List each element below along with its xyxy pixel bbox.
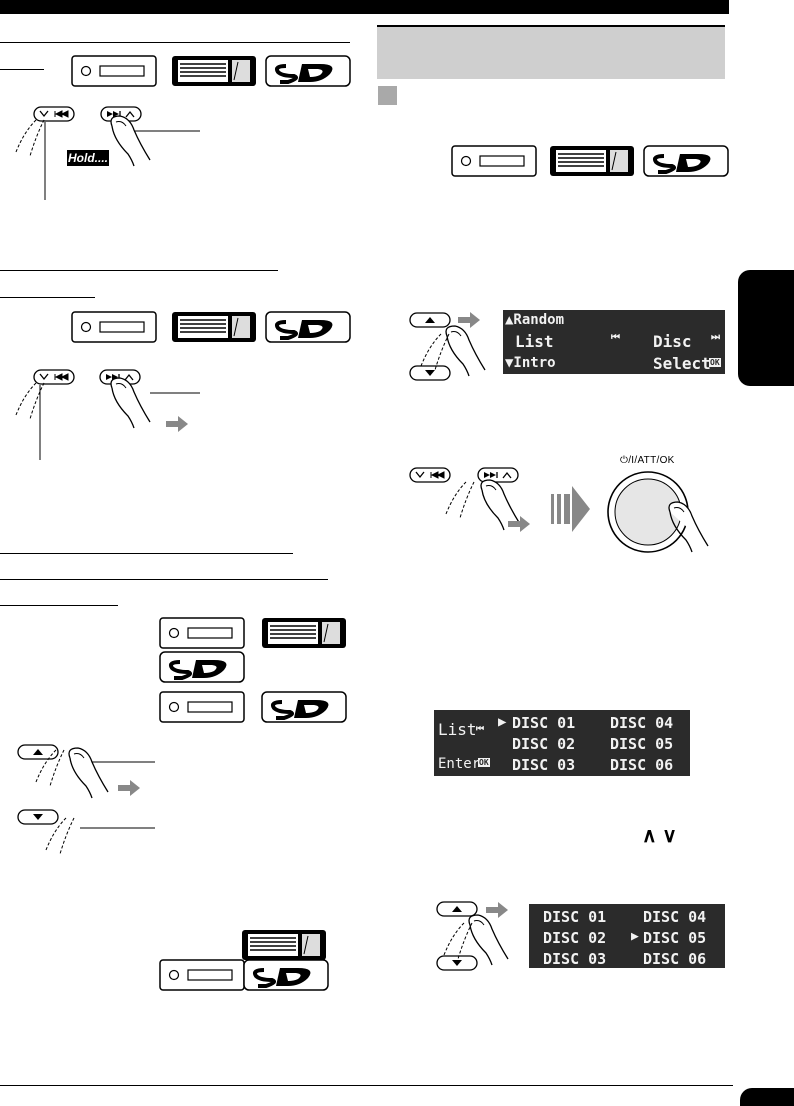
push-arrow-icon <box>486 902 508 918</box>
finger-icon <box>110 377 151 429</box>
changer-source-icon <box>171 55 257 87</box>
enter-label: Enter <box>438 756 481 772</box>
selection-cursor-icon: ▶ <box>631 929 639 944</box>
disc-item: DISC 05 <box>643 929 707 947</box>
finger-icon <box>110 115 151 167</box>
menu-item-random: ▲Random <box>505 312 565 328</box>
heading-underline <box>0 297 95 298</box>
prev-indicator-icon: ⏮ <box>611 332 620 343</box>
changer-source-icon <box>241 929 327 961</box>
ok-indicator-icon: OK <box>709 358 721 367</box>
disc-item: DISC 02 <box>543 929 607 947</box>
prev-button-icon <box>33 369 75 385</box>
cd-source-icon <box>71 55 157 87</box>
down-button-icon <box>436 955 478 971</box>
disc-item: DISC 05 <box>610 735 674 753</box>
hand-ghost-icon <box>420 333 450 371</box>
heading-underline <box>0 553 293 554</box>
disc-item: DISC 06 <box>610 756 674 774</box>
up-down-glyphs: ∧ ∨ <box>642 825 677 847</box>
down-button-icon <box>17 809 59 825</box>
hold-label: Hold.... <box>67 150 109 166</box>
section-heading-box <box>377 25 725 79</box>
sd-source-icon <box>158 650 246 684</box>
list-label: List <box>438 720 477 739</box>
ok-indicator-icon: OK <box>478 758 490 767</box>
menu-item-intro: ▼Intro <box>505 355 556 371</box>
heading-underline <box>0 579 328 580</box>
cd-source-icon <box>71 311 157 343</box>
next-indicator-icon: ⏭ <box>711 332 720 343</box>
disc-list-display-2: DISC 01 DISC 02 DISC 03 DISC 04 ▶ DISC 0… <box>529 904 725 968</box>
prev-button-icon <box>409 467 451 483</box>
knob-label: ⏻/I/ATT/OK <box>620 455 675 466</box>
top-rule <box>0 0 729 14</box>
heading-underline <box>0 605 118 606</box>
disc-list-display: List ⏮ Enter OK ▶ DISC 01 DISC 02 DISC 0… <box>434 710 690 776</box>
cd-source-icon <box>159 959 245 991</box>
disc-item: DISC 06 <box>643 950 707 968</box>
disc-label: Disc <box>653 332 692 351</box>
selection-cursor-icon: ▶ <box>498 714 507 730</box>
up-button-icon <box>409 312 451 328</box>
disc-item: DISC 02 <box>512 735 576 753</box>
language-side-tab <box>738 270 794 386</box>
sd-source-icon <box>642 144 730 178</box>
control-knob-icon <box>607 471 689 553</box>
disc-item: DISC 01 <box>512 714 576 732</box>
transition-arrow-icon <box>551 486 590 532</box>
up-button-icon <box>436 901 478 917</box>
cd-source-icon <box>451 145 537 177</box>
hand-ghost-icon <box>15 119 45 157</box>
skip-indicator-icon: ⏮ <box>476 724 485 734</box>
disc-item: DISC 04 <box>610 714 674 732</box>
push-arrow-icon <box>508 516 530 532</box>
heading-underline <box>0 270 278 271</box>
hand-ghost-icon <box>445 481 475 519</box>
up-button-icon <box>17 744 59 760</box>
push-arrow-icon <box>458 312 480 328</box>
next-button-icon <box>477 467 519 483</box>
changer-source-icon <box>171 311 257 343</box>
finger-icon <box>668 501 709 553</box>
changer-source-icon <box>261 617 347 649</box>
select-label: Select <box>653 354 711 373</box>
sd-source-icon <box>264 54 352 88</box>
disc-item: DISC 04 <box>643 908 707 926</box>
finger-icon <box>68 747 109 799</box>
subsection-marker <box>378 86 397 105</box>
finger-icon <box>445 325 486 377</box>
heading-underline <box>0 69 44 70</box>
disc-item: DISC 03 <box>543 950 607 968</box>
cd-source-icon <box>159 617 245 649</box>
down-button-icon <box>409 365 451 381</box>
disc-item: DISC 03 <box>512 756 576 774</box>
menu-display: ▲Random List ▼Intro ⏮ Disc ⏭ Select OK <box>503 310 725 374</box>
sd-source-icon <box>264 310 352 344</box>
push-arrow-icon <box>118 780 140 796</box>
prev-button-icon <box>33 106 75 122</box>
bottom-rule <box>0 1085 733 1086</box>
disc-item: DISC 01 <box>543 908 607 926</box>
hand-ghost-icon <box>443 922 473 960</box>
heading-underline <box>0 42 350 43</box>
changer-source-icon <box>549 145 635 177</box>
page-number-tab <box>740 1088 794 1106</box>
push-arrow-icon <box>166 416 188 432</box>
sd-source-icon <box>260 690 348 724</box>
sd-source-icon <box>242 958 330 992</box>
cd-source-icon <box>159 691 245 723</box>
menu-item-list: List <box>515 332 554 351</box>
